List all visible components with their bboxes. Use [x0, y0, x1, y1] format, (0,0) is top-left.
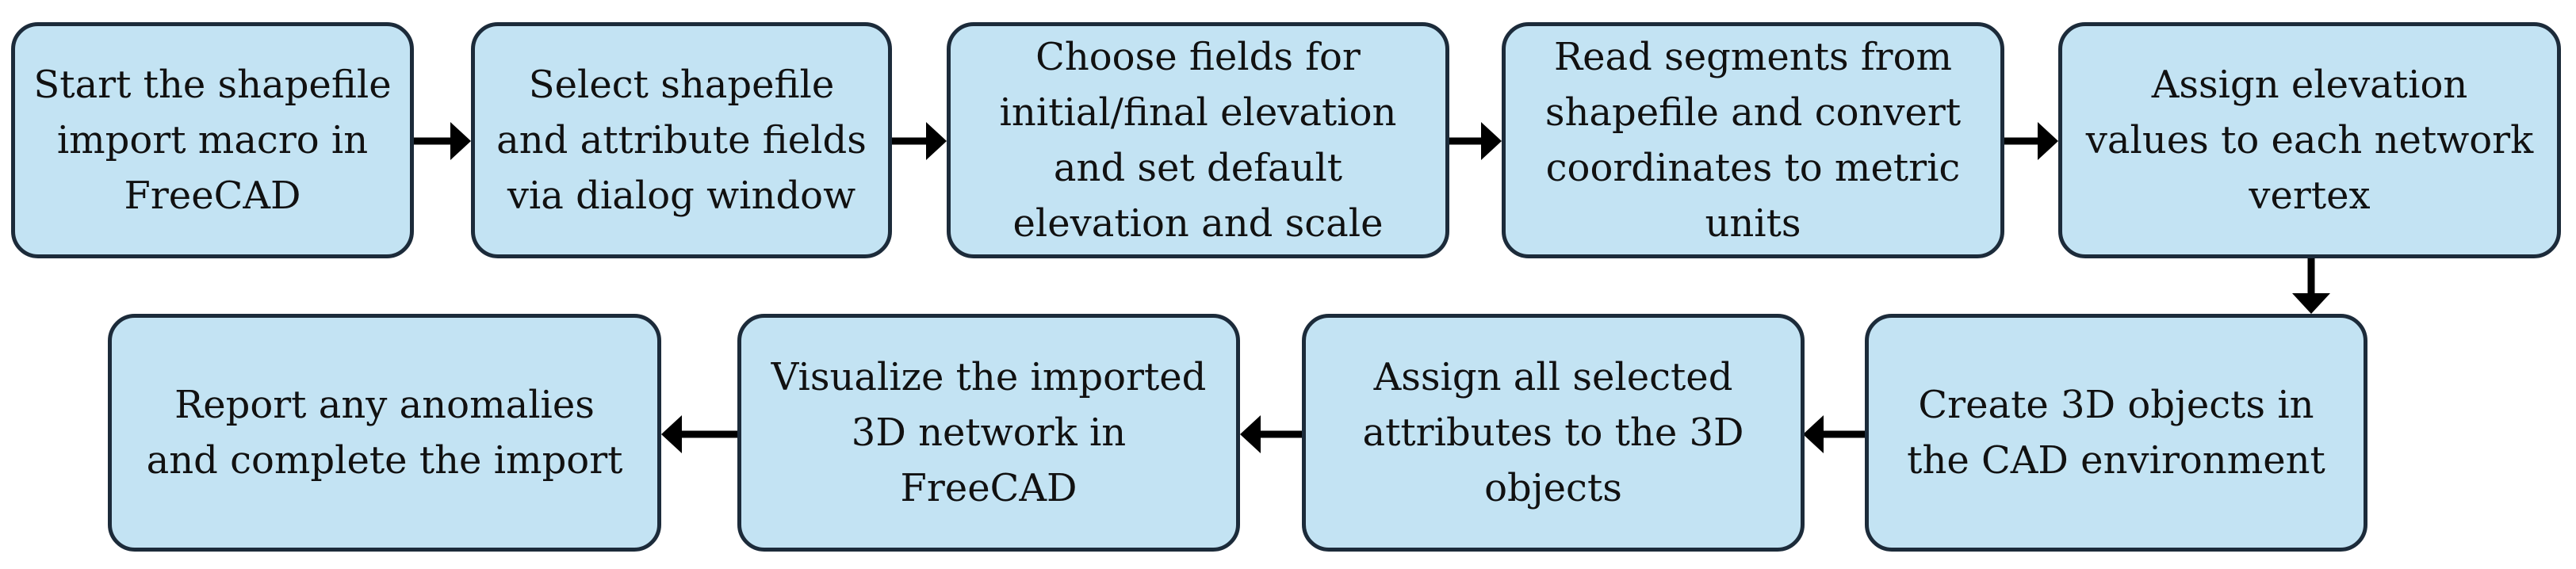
step-8-label: Visualize the imported 3D network in Fre… [771, 355, 1207, 510]
step-1-label: Start the shapefile import macro in Free… [33, 63, 392, 218]
step-5-label: Assign elevation values to each network … [2085, 63, 2534, 218]
step-9-box: Report any anomalies and complete the im… [108, 314, 661, 552]
arrow-step-4-to-5 [2004, 122, 2058, 160]
arrow-step-7-to-8 [1240, 415, 1302, 453]
step-9-label: Report any anomalies and complete the im… [146, 383, 623, 483]
arrow-step-1-to-2 [414, 122, 471, 160]
step-7-box: Assign all selected attributes to the 3D… [1302, 314, 1805, 552]
step-3-label: Choose fields for initial/final elevatio… [999, 35, 1397, 246]
step-2-label: Select shapefile and attribute fields vi… [496, 63, 867, 218]
arrow-step-8-to-9 [661, 415, 737, 453]
step-6-box: Create 3D objects in the CAD environment [1865, 314, 2367, 552]
step-8-box: Visualize the imported 3D network in Fre… [737, 314, 1240, 552]
arrow-step-5-to-6 [2292, 258, 2330, 314]
arrow-step-6-to-7 [1803, 415, 1865, 453]
step-4-box: Read segments from shapefile and convert… [1502, 22, 2004, 258]
step-4-label: Read segments from shapefile and convert… [1544, 35, 1962, 246]
step-2-box: Select shapefile and attribute fields vi… [471, 22, 892, 258]
step-5-box: Assign elevation values to each network … [2058, 22, 2561, 258]
arrow-step-2-to-3 [892, 122, 947, 160]
step-7-label: Assign all selected attributes to the 3D… [1362, 355, 1744, 510]
step-1-box: Start the shapefile import macro in Free… [11, 22, 414, 258]
arrow-step-3-to-4 [1449, 122, 1502, 160]
step-3-box: Choose fields for initial/final elevatio… [947, 22, 1449, 258]
step-6-label: Create 3D objects in the CAD environment [1907, 383, 2325, 483]
